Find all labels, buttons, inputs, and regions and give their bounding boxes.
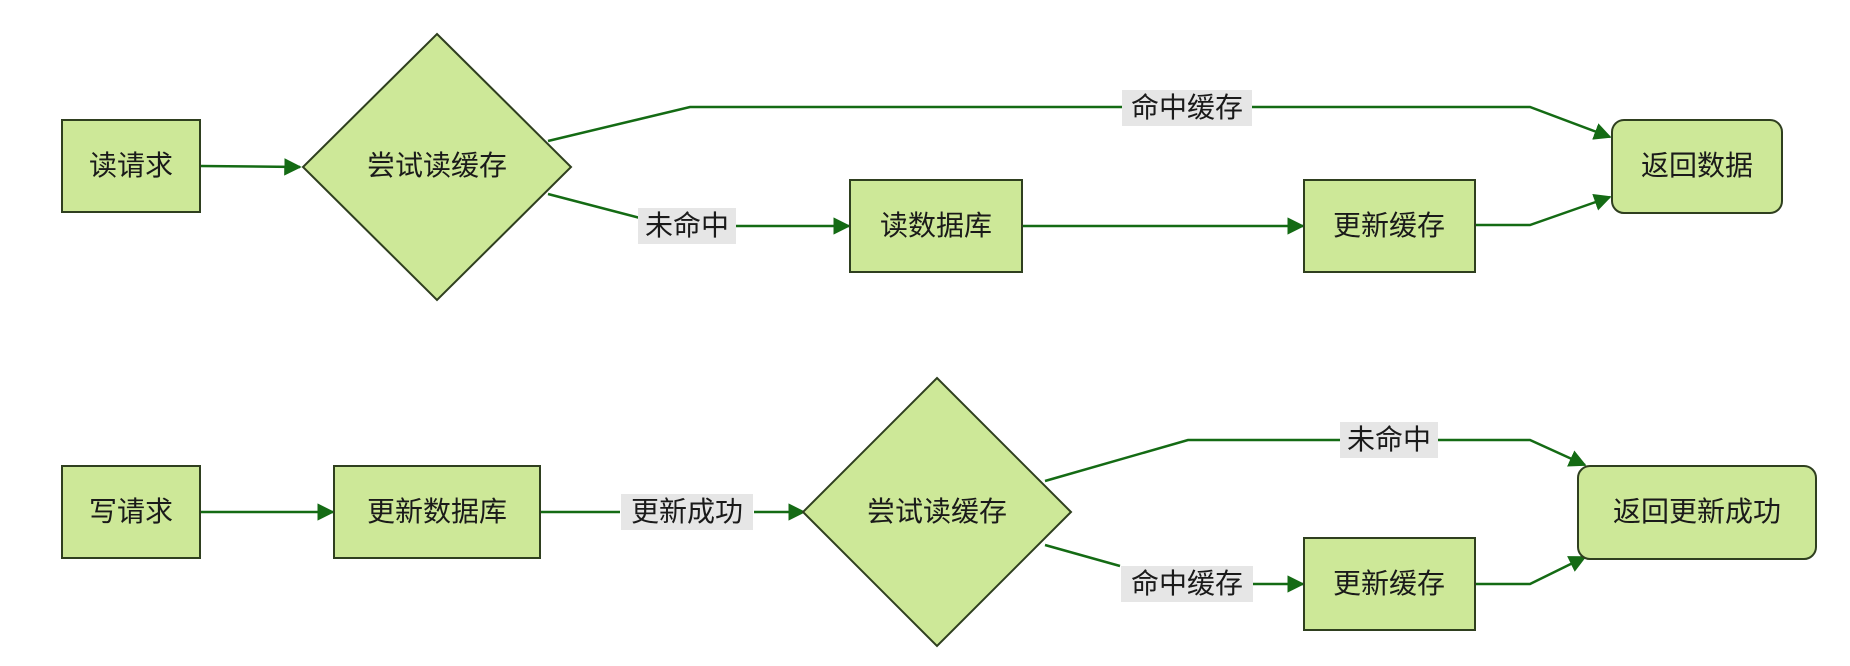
edge-update-cache-to-return <box>1475 193 1612 227</box>
edge-write-cache-hit <box>1044 543 1121 568</box>
node-return-update-success[interactable]: 返回更新成功 <box>1577 465 1817 560</box>
node-read-database-label: 读数据库 <box>880 209 992 242</box>
edge-label-cache-hit: 命中缓存 <box>1122 90 1252 126</box>
edge-label-cache-hit-text: 命中缓存 <box>1131 91 1243 124</box>
node-update-cache[interactable]: 更新缓存 <box>1303 179 1476 273</box>
edge-label-write-cache-miss-text: 未命中 <box>1347 423 1431 456</box>
edge-label-write-cache-hit: 命中缓存 <box>1121 566 1253 602</box>
write-flow: 写请求 更新数据库 尝试读缓存 更新缓存 返回更新成功 更新成功 未命中 <box>61 376 1817 648</box>
edge-label-cache-miss: 未命中 <box>638 208 736 244</box>
node-write-update-cache-label: 更新缓存 <box>1333 567 1445 600</box>
node-read-database[interactable]: 读数据库 <box>849 179 1023 273</box>
node-write-request-label: 写请求 <box>89 495 173 528</box>
node-update-database[interactable]: 更新数据库 <box>333 465 541 559</box>
edge-label-write-cache-hit-text: 命中缓存 <box>1131 567 1243 600</box>
edge-read-request-to-try-cache <box>199 158 302 176</box>
edge-write-update-cache-to-return <box>1475 555 1587 586</box>
edge-cache-hit <box>547 105 1612 143</box>
edge-cache-miss <box>547 192 641 220</box>
node-write-try-read-cache-decision[interactable]: 尝试读缓存 <box>801 376 1073 648</box>
node-try-read-cache-decision[interactable]: 尝试读缓存 <box>301 32 573 302</box>
edge-label-cache-miss-text: 未命中 <box>645 209 729 242</box>
node-return-data-label: 返回数据 <box>1641 149 1753 182</box>
node-return-update-success-label: 返回更新成功 <box>1613 495 1781 528</box>
node-update-database-label: 更新数据库 <box>367 495 507 528</box>
node-update-cache-label: 更新缓存 <box>1333 209 1445 242</box>
edge-label-update-success-text: 更新成功 <box>631 495 743 528</box>
edge-label-update-success: 更新成功 <box>621 494 753 530</box>
node-try-read-cache-label: 尝试读缓存 <box>367 149 507 182</box>
node-read-request[interactable]: 读请求 <box>61 119 201 213</box>
node-read-request-label: 读请求 <box>89 149 173 182</box>
node-write-request[interactable]: 写请求 <box>61 465 201 559</box>
node-return-data[interactable]: 返回数据 <box>1611 119 1783 214</box>
read-flow: 读请求 尝试读缓存 读数据库 更新缓存 返回数据 命中缓存 未命中 <box>61 32 1783 302</box>
node-write-update-cache[interactable]: 更新缓存 <box>1303 537 1476 631</box>
edge-label-write-cache-miss: 未命中 <box>1340 422 1438 458</box>
node-write-try-read-cache-label: 尝试读缓存 <box>867 495 1007 528</box>
edge-write-cache-miss <box>1044 438 1587 483</box>
